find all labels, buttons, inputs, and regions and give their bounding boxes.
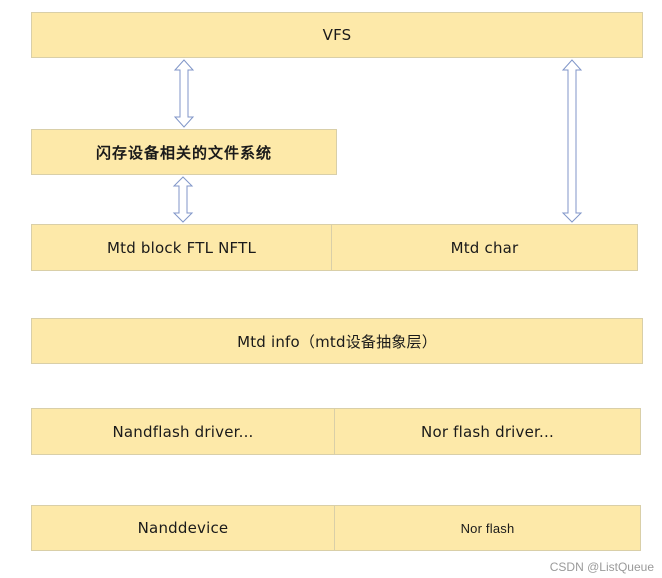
watermark: CSDN @ListQueue [549,560,654,574]
nor-flash-device-layer: Nor flash [334,505,641,551]
flash-filesystem-label: 闪存设备相关的文件系统 [95,143,272,162]
nor-flash-device-label: Nor flash [460,520,515,536]
mtd-block-layer: Mtd block FTL NFTL [31,224,332,271]
nandflash-driver-layer: Nandflash driver... [31,408,335,455]
vfs-label: VFS [322,26,352,44]
mtd-char-layer: Mtd char [331,224,638,271]
flash-filesystem-layer: 闪存设备相关的文件系统 [31,129,337,175]
mtd-char-label: Mtd char [450,238,519,257]
mtd-block-label: Mtd block FTL NFTL [106,238,257,257]
arrow-vfs-to-flash-fs [173,59,195,128]
nand-device-label: Nanddevice [137,519,229,537]
arrow-flash-fs-to-mtd-block [172,176,194,223]
nandflash-driver-label: Nandflash driver... [112,422,254,441]
norflash-driver-layer: Nor flash driver... [334,408,641,455]
mtd-info-layer: Mtd info（mtd设备抽象层） [31,318,643,364]
mtd-info-label: Mtd info（mtd设备抽象层） [237,332,437,351]
nand-device-layer: Nanddevice [31,505,335,551]
vfs-layer: VFS [31,12,643,58]
norflash-driver-label: Nor flash driver... [421,422,554,441]
arrow-vfs-to-mtd-char [561,59,583,223]
